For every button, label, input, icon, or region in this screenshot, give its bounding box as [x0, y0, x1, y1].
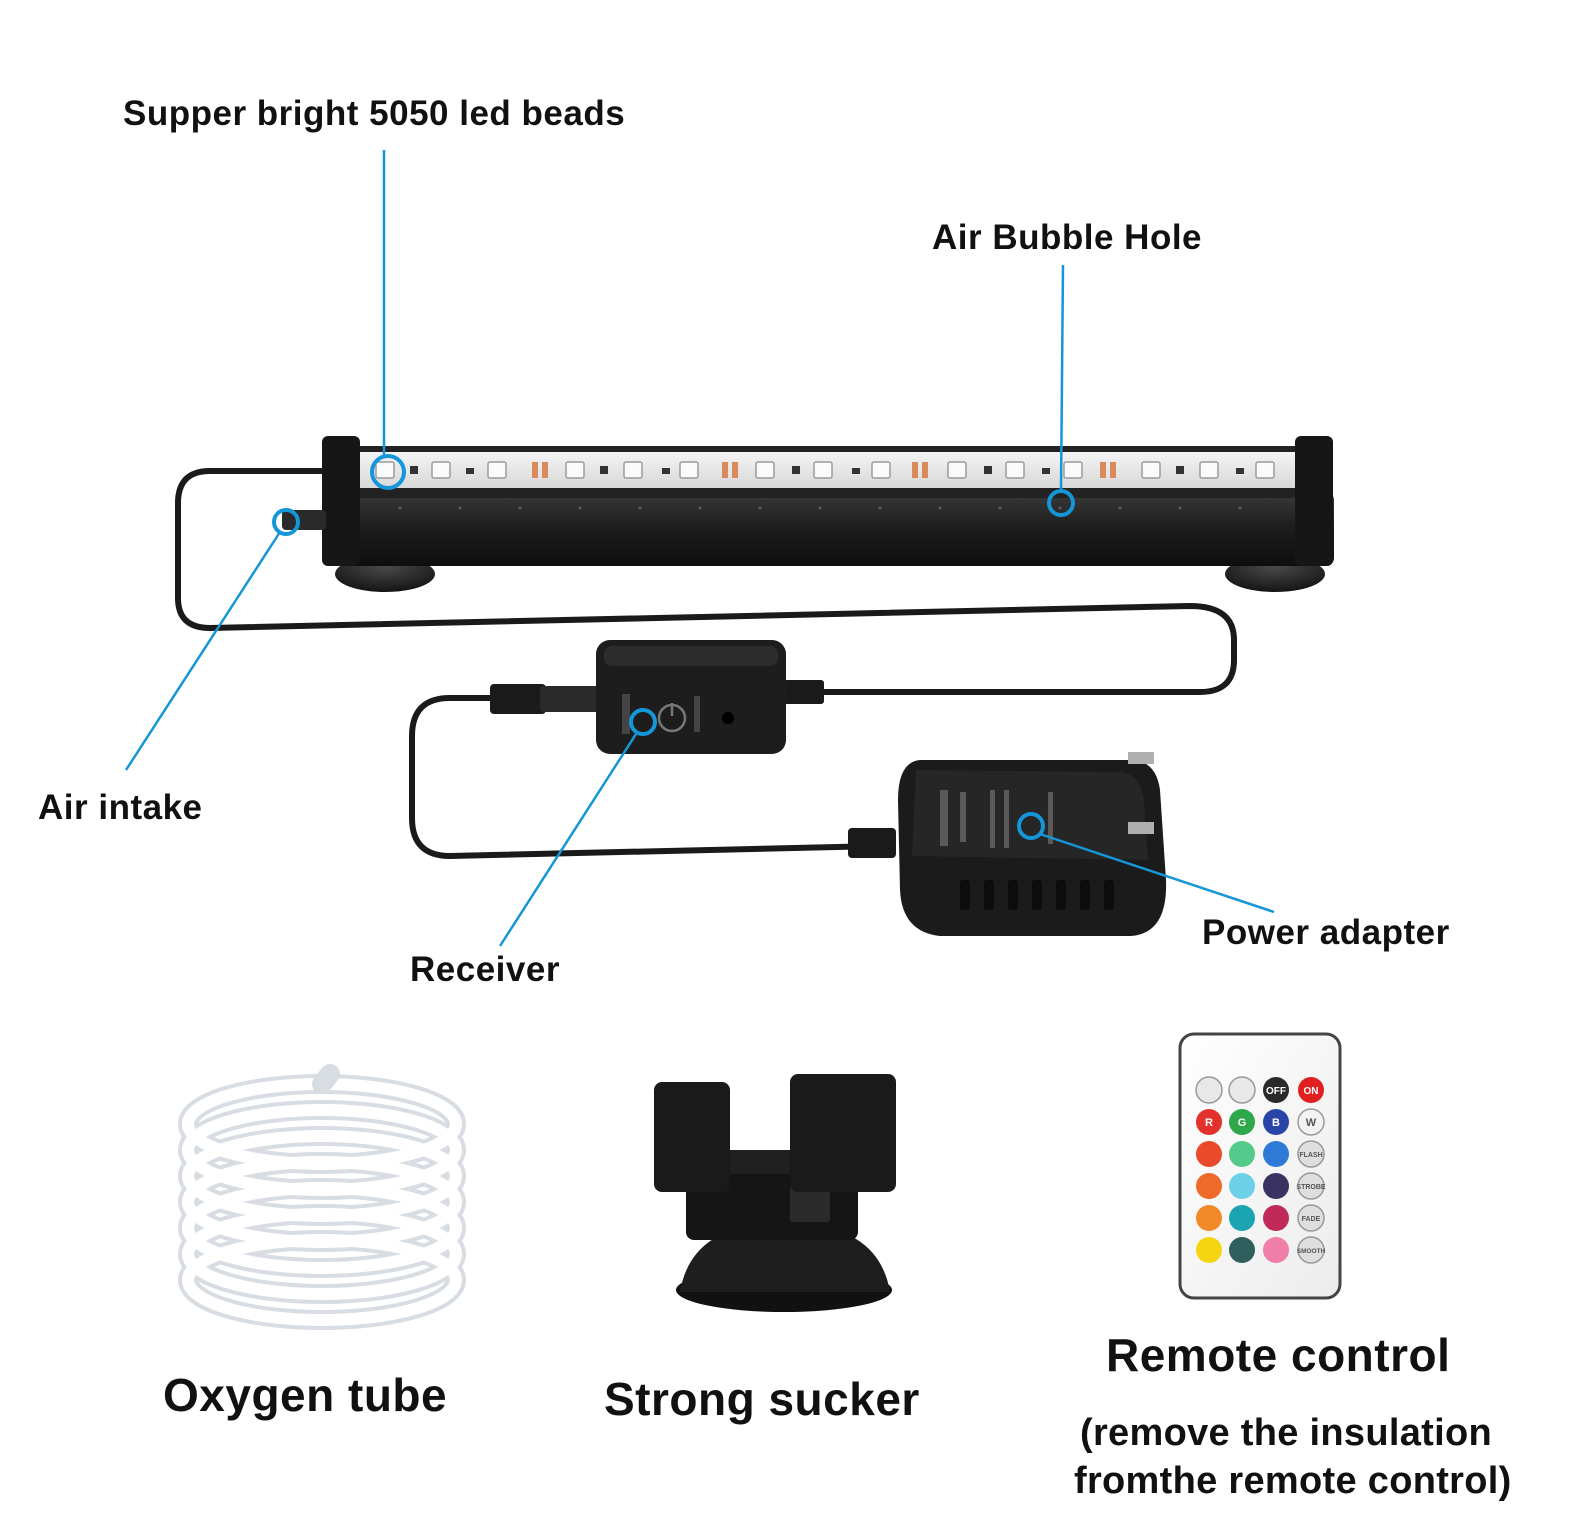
remote-strobe-label: STROBE	[1296, 1184, 1326, 1191]
air-intake-callout: Air intake	[38, 788, 203, 827]
ir-sensor-icon	[722, 712, 734, 724]
oxygen-tube-label: Oxygen tube	[163, 1369, 448, 1421]
callout-lines	[124, 150, 1275, 947]
brightness-up-icon	[1195, 1076, 1223, 1104]
strong-sucker-label: Strong sucker	[604, 1373, 920, 1425]
remote-control-label: Remote control	[1106, 1329, 1451, 1381]
brightness-down-icon	[1228, 1076, 1256, 1104]
power-adapter	[898, 752, 1167, 936]
remote-b-label: B	[1272, 1117, 1280, 1129]
remote-note-line1: (remove the insulation	[1080, 1412, 1493, 1454]
remote-r-label: R	[1205, 1117, 1213, 1129]
led-beads-callout: Supper bright 5050 led beads	[123, 94, 626, 133]
plug-prong	[1128, 822, 1154, 834]
receiver-box	[596, 640, 786, 754]
air-bubble-hole-callout: Air Bubble Hole	[932, 218, 1203, 257]
oxygen-tube-coil	[178, 1064, 466, 1330]
led-light-bar	[282, 436, 1334, 592]
remote-control: OFF ON R G B W FLASH STROBE FADE SMOOTH	[1178, 1032, 1342, 1300]
led-beads	[375, 461, 1275, 479]
remote-flash-label: FLASH	[1299, 1152, 1322, 1159]
remote-smooth-label: SMOOTH	[1297, 1248, 1326, 1255]
remote-note-line2: fromthe remote control)	[1074, 1460, 1512, 1502]
air-bubble-holes	[398, 506, 1242, 510]
strong-sucker	[654, 1074, 896, 1312]
cable-strain-reliefs	[490, 680, 896, 858]
plug-prong	[1128, 752, 1154, 764]
power-cable	[175, 468, 1237, 859]
remote-on-label: ON	[1304, 1086, 1319, 1097]
remote-w-label: W	[1306, 1117, 1317, 1129]
receiver-callout: Receiver	[410, 950, 560, 989]
power-adapter-callout: Power adapter	[1202, 913, 1450, 952]
remote-fade-label: FADE	[1302, 1216, 1321, 1223]
air-intake-nozzle	[282, 510, 326, 530]
remote-g-label: G	[1238, 1117, 1247, 1129]
remote-off-label: OFF	[1266, 1086, 1286, 1097]
